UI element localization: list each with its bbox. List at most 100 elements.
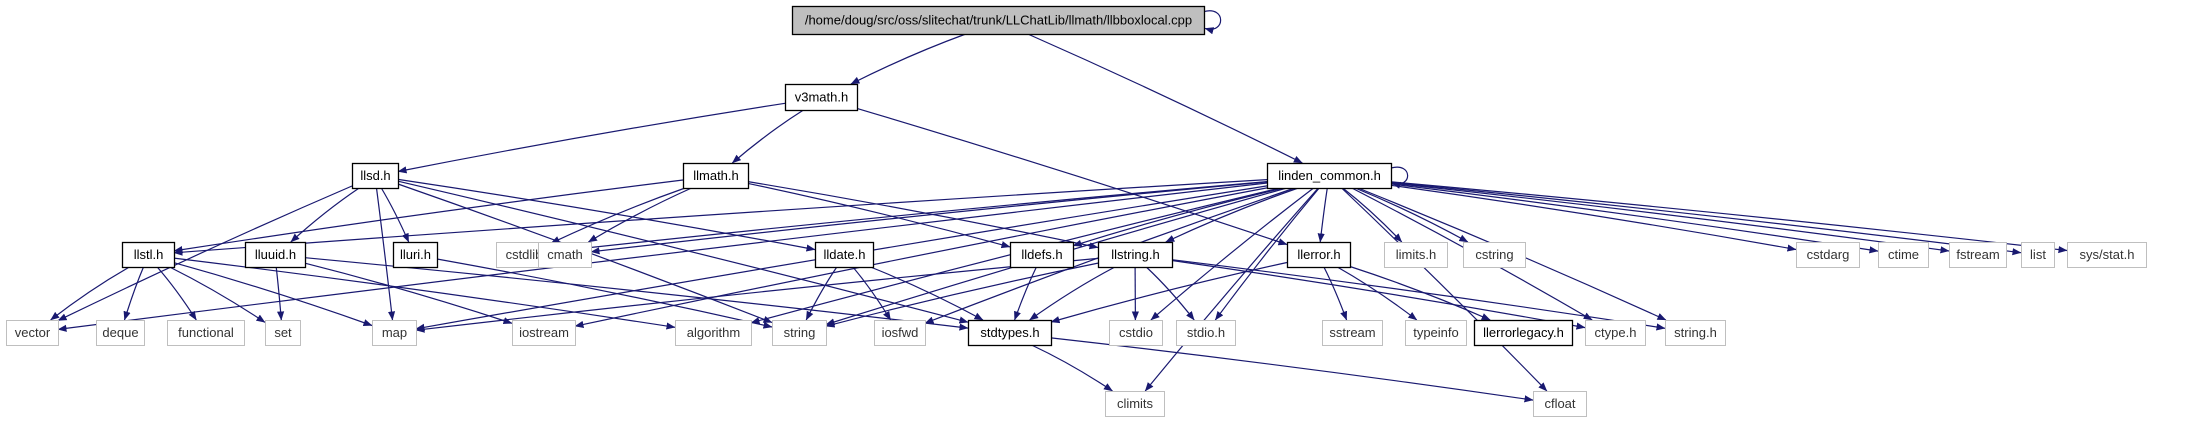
edge-linden_common-to-llerror xyxy=(1317,187,1328,243)
edge-linden_common-to-climits xyxy=(1144,187,1319,392)
node-box xyxy=(1384,242,1448,268)
edge-lldate-to-string xyxy=(805,266,838,321)
node-label: typeinfo xyxy=(1413,325,1459,340)
node-set: set xyxy=(265,320,301,346)
edge-linden_common-to-cstring xyxy=(1354,187,1469,243)
node-ctype-h: ctype.h xyxy=(1585,320,1646,346)
node-box xyxy=(1009,241,1075,269)
node-lldate[interactable]: lldate.h xyxy=(814,241,875,269)
edge-llstring-to-ctype_h xyxy=(1171,259,1586,330)
node-v3math[interactable]: v3math.h xyxy=(784,83,859,112)
node-label: set xyxy=(274,325,292,340)
node-label: functional xyxy=(178,325,234,340)
node-llerror[interactable]: llerror.h xyxy=(1286,241,1352,269)
edge-llstring-to-string_h xyxy=(1171,259,1666,331)
node-box xyxy=(265,320,301,346)
node-box xyxy=(372,320,417,346)
edge-linden_common-to-linden_common xyxy=(1390,166,1409,189)
node-vector: vector xyxy=(6,320,59,346)
node-linden-common[interactable]: linden_common.h xyxy=(1266,162,1393,190)
node-label: linden_common.h xyxy=(1278,168,1381,183)
node-label: sstream xyxy=(1329,325,1375,340)
node-box xyxy=(1266,162,1393,190)
edge-linden_common-to-cfloat xyxy=(1341,187,1548,392)
node-llstring[interactable]: llstring.h xyxy=(1097,241,1174,269)
edge-llstl-to-deque xyxy=(123,266,145,321)
node-box xyxy=(791,5,1206,36)
node-box xyxy=(2067,242,2147,268)
edge-llsd-to-lluuid xyxy=(290,187,360,243)
edge-llstl-to-algorithm xyxy=(173,257,676,330)
node-label: stdtypes.h xyxy=(980,325,1039,340)
edge-llmath-to-llstl xyxy=(173,179,684,254)
node-box xyxy=(967,319,1053,347)
node-llstl[interactable]: llstl.h xyxy=(121,241,176,269)
edge-lldate-to-stdtypes xyxy=(870,266,984,321)
node-lluri[interactable]: lluri.h xyxy=(392,241,439,269)
node-box xyxy=(351,162,400,190)
node-label: limits.h xyxy=(1396,247,1436,262)
node-cfloat: cfloat xyxy=(1533,391,1587,417)
node-box xyxy=(682,162,750,190)
edge-llsd-to-map xyxy=(375,187,396,321)
node-box xyxy=(1533,391,1587,417)
node-label: lluri.h xyxy=(400,247,431,262)
node-map: map xyxy=(372,320,417,346)
node-box xyxy=(538,242,592,268)
node-algorithm: algorithm xyxy=(675,320,752,346)
edge-linden_common-to-vector xyxy=(57,182,1268,332)
node-root[interactable]: /home/doug/src/oss/slitechat/trunk/LLCha… xyxy=(791,5,1206,36)
node-layer: /home/doug/src/oss/slitechat/trunk/LLCha… xyxy=(6,5,2147,417)
edge-llsd-to-lluri xyxy=(380,187,410,243)
node-deque: deque xyxy=(96,320,145,346)
node-label: cstdarg xyxy=(1807,247,1850,262)
node-box xyxy=(1176,320,1236,346)
edge-llsd-to-vector xyxy=(57,185,353,322)
node-label: llerrorlegacy.h xyxy=(1483,325,1564,340)
node-lldefs[interactable]: lldefs.h xyxy=(1009,241,1075,269)
edge-llstring-to-stdio_h xyxy=(1145,266,1195,321)
edge-llmath-to-llstring xyxy=(747,181,1099,250)
edge-llerror-to-llerrorlegacy xyxy=(1349,265,1491,321)
node-llsd[interactable]: llsd.h xyxy=(351,162,400,190)
node-label: v3math.h xyxy=(795,89,848,104)
edge-linden_common-to-fstream xyxy=(1390,182,1950,254)
node-box xyxy=(392,241,439,269)
edge-linden_common-to-lldefs xyxy=(1072,187,1284,247)
node-label: lldefs.h xyxy=(1021,247,1062,262)
node-label: cstdlib xyxy=(506,247,543,262)
edge-lluuid-to-iostream xyxy=(304,262,513,325)
node-label: ctime xyxy=(1888,247,1919,262)
node-box xyxy=(1097,241,1174,269)
node-stdtypes[interactable]: stdtypes.h xyxy=(967,319,1053,347)
edge-linden_common-to-cstdlib xyxy=(550,181,1268,255)
node-lluuid[interactable]: lluuid.h xyxy=(244,241,307,269)
node-box xyxy=(1585,320,1646,346)
node-typeinfo: typeinfo xyxy=(1405,320,1467,346)
edge-linden_common-to-sys_stat xyxy=(1390,181,2068,254)
node-box xyxy=(1463,242,1526,268)
edge-llstring-to-string xyxy=(825,262,1099,328)
node-limits-h: limits.h xyxy=(1384,242,1448,268)
edge-llmath-to-cmath xyxy=(588,187,692,243)
node-label: climits xyxy=(1117,396,1154,411)
node-box xyxy=(1949,242,2007,268)
edge-v3math-to-llmath xyxy=(731,109,804,164)
edge-llerror-to-typeinfo xyxy=(1337,266,1418,321)
node-llerrorlegacy[interactable]: llerrorlegacy.h xyxy=(1473,319,1574,347)
node-label: list xyxy=(2030,247,2046,262)
node-box xyxy=(2021,242,2055,268)
edge-llstl-to-map xyxy=(173,262,373,327)
node-box xyxy=(675,320,752,346)
node-iostream: iostream xyxy=(512,320,576,346)
edge-llerror-to-sstream xyxy=(1323,266,1348,321)
edge-llstl-to-set xyxy=(169,266,266,323)
node-label: cstdio xyxy=(1119,325,1153,340)
node-sstream: sstream xyxy=(1322,320,1383,346)
node-box xyxy=(244,241,307,269)
node-box xyxy=(121,241,176,269)
node-llmath[interactable]: llmath.h xyxy=(682,162,750,190)
node-box xyxy=(814,241,875,269)
edge-linden_common-to-list xyxy=(1390,181,2022,256)
